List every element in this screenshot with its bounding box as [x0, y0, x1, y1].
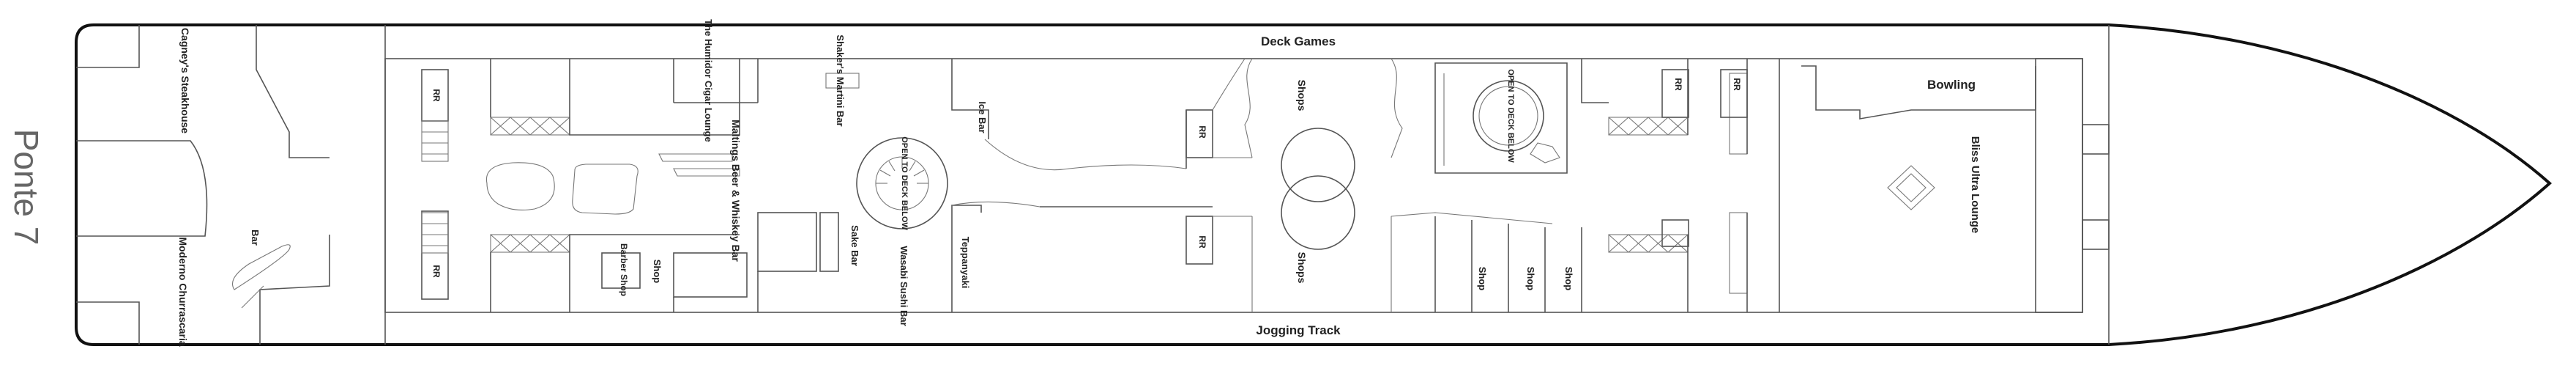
label-humidor-cigar-lounge: The Humidor Cigar Lounge — [703, 19, 714, 142]
label-shakers-martini-bar: Shaker's Martini Bar — [835, 34, 846, 126]
dome-spokes — [876, 157, 928, 184]
label-rr-1: RR — [431, 89, 442, 102]
label-moderno-churrascaria: Moderno Churrascaria — [177, 237, 189, 347]
label-teppanyaki: Teppanyaki — [960, 237, 971, 289]
label-sake-bar: Sake Bar — [849, 225, 860, 266]
label-maltings-bar: Maltings Beer & Whiskey Bar — [730, 120, 742, 262]
label-ice-bar: Ice Bar — [977, 101, 988, 133]
label-shop-fwd-3: Shop — [1563, 267, 1574, 291]
label-shop-aft: Shop — [652, 260, 663, 284]
label-bowling: Bowling — [1927, 78, 1976, 92]
label-deck-games: Deck Games — [1261, 34, 1336, 48]
center-area — [951, 58, 1748, 312]
label-open-deck-below-aft: OPEN TO DECK BELOW — [900, 136, 909, 230]
label-shops-upper: Shops — [1296, 80, 1308, 111]
deck-title: Ponte 7 — [7, 129, 45, 246]
label-rr-2: RR — [431, 265, 442, 278]
label-wasabi-sushi-bar: Wasabi Sushi Bar — [898, 246, 909, 326]
label-barber-shop: Barber Shop — [619, 243, 629, 296]
label-shop-fwd-2: Shop — [1525, 267, 1536, 291]
hull-outline — [75, 23, 2553, 346]
label-rr-6: RR — [1732, 78, 1742, 91]
mid-aft-rooms — [485, 59, 860, 312]
atrium-dome-fwd — [1473, 80, 1544, 152]
label-jogging-track: Jogging Track — [1256, 323, 1341, 337]
label-rr-3: RR — [1197, 125, 1207, 139]
forward-section — [1779, 58, 2110, 313]
label-bliss-ultra-lounge: Bliss Ultra Lounge — [1969, 136, 1981, 234]
label-shops-lower: Shops — [1296, 252, 1308, 284]
label-bar-aft: Bar — [250, 229, 261, 246]
label-cagneys-steakhouse: Cagney's Steakhouse — [179, 28, 191, 133]
label-open-deck-below-fwd: OPEN TO DECK BELOW — [1506, 69, 1515, 163]
label-shop-fwd-1: Shop — [1477, 267, 1488, 291]
elevators — [490, 117, 1689, 253]
label-rr-4: RR — [1197, 235, 1207, 249]
aft-section — [76, 25, 449, 345]
atrium-dome-aft — [856, 137, 948, 229]
label-rr-5: RR — [1673, 78, 1683, 91]
